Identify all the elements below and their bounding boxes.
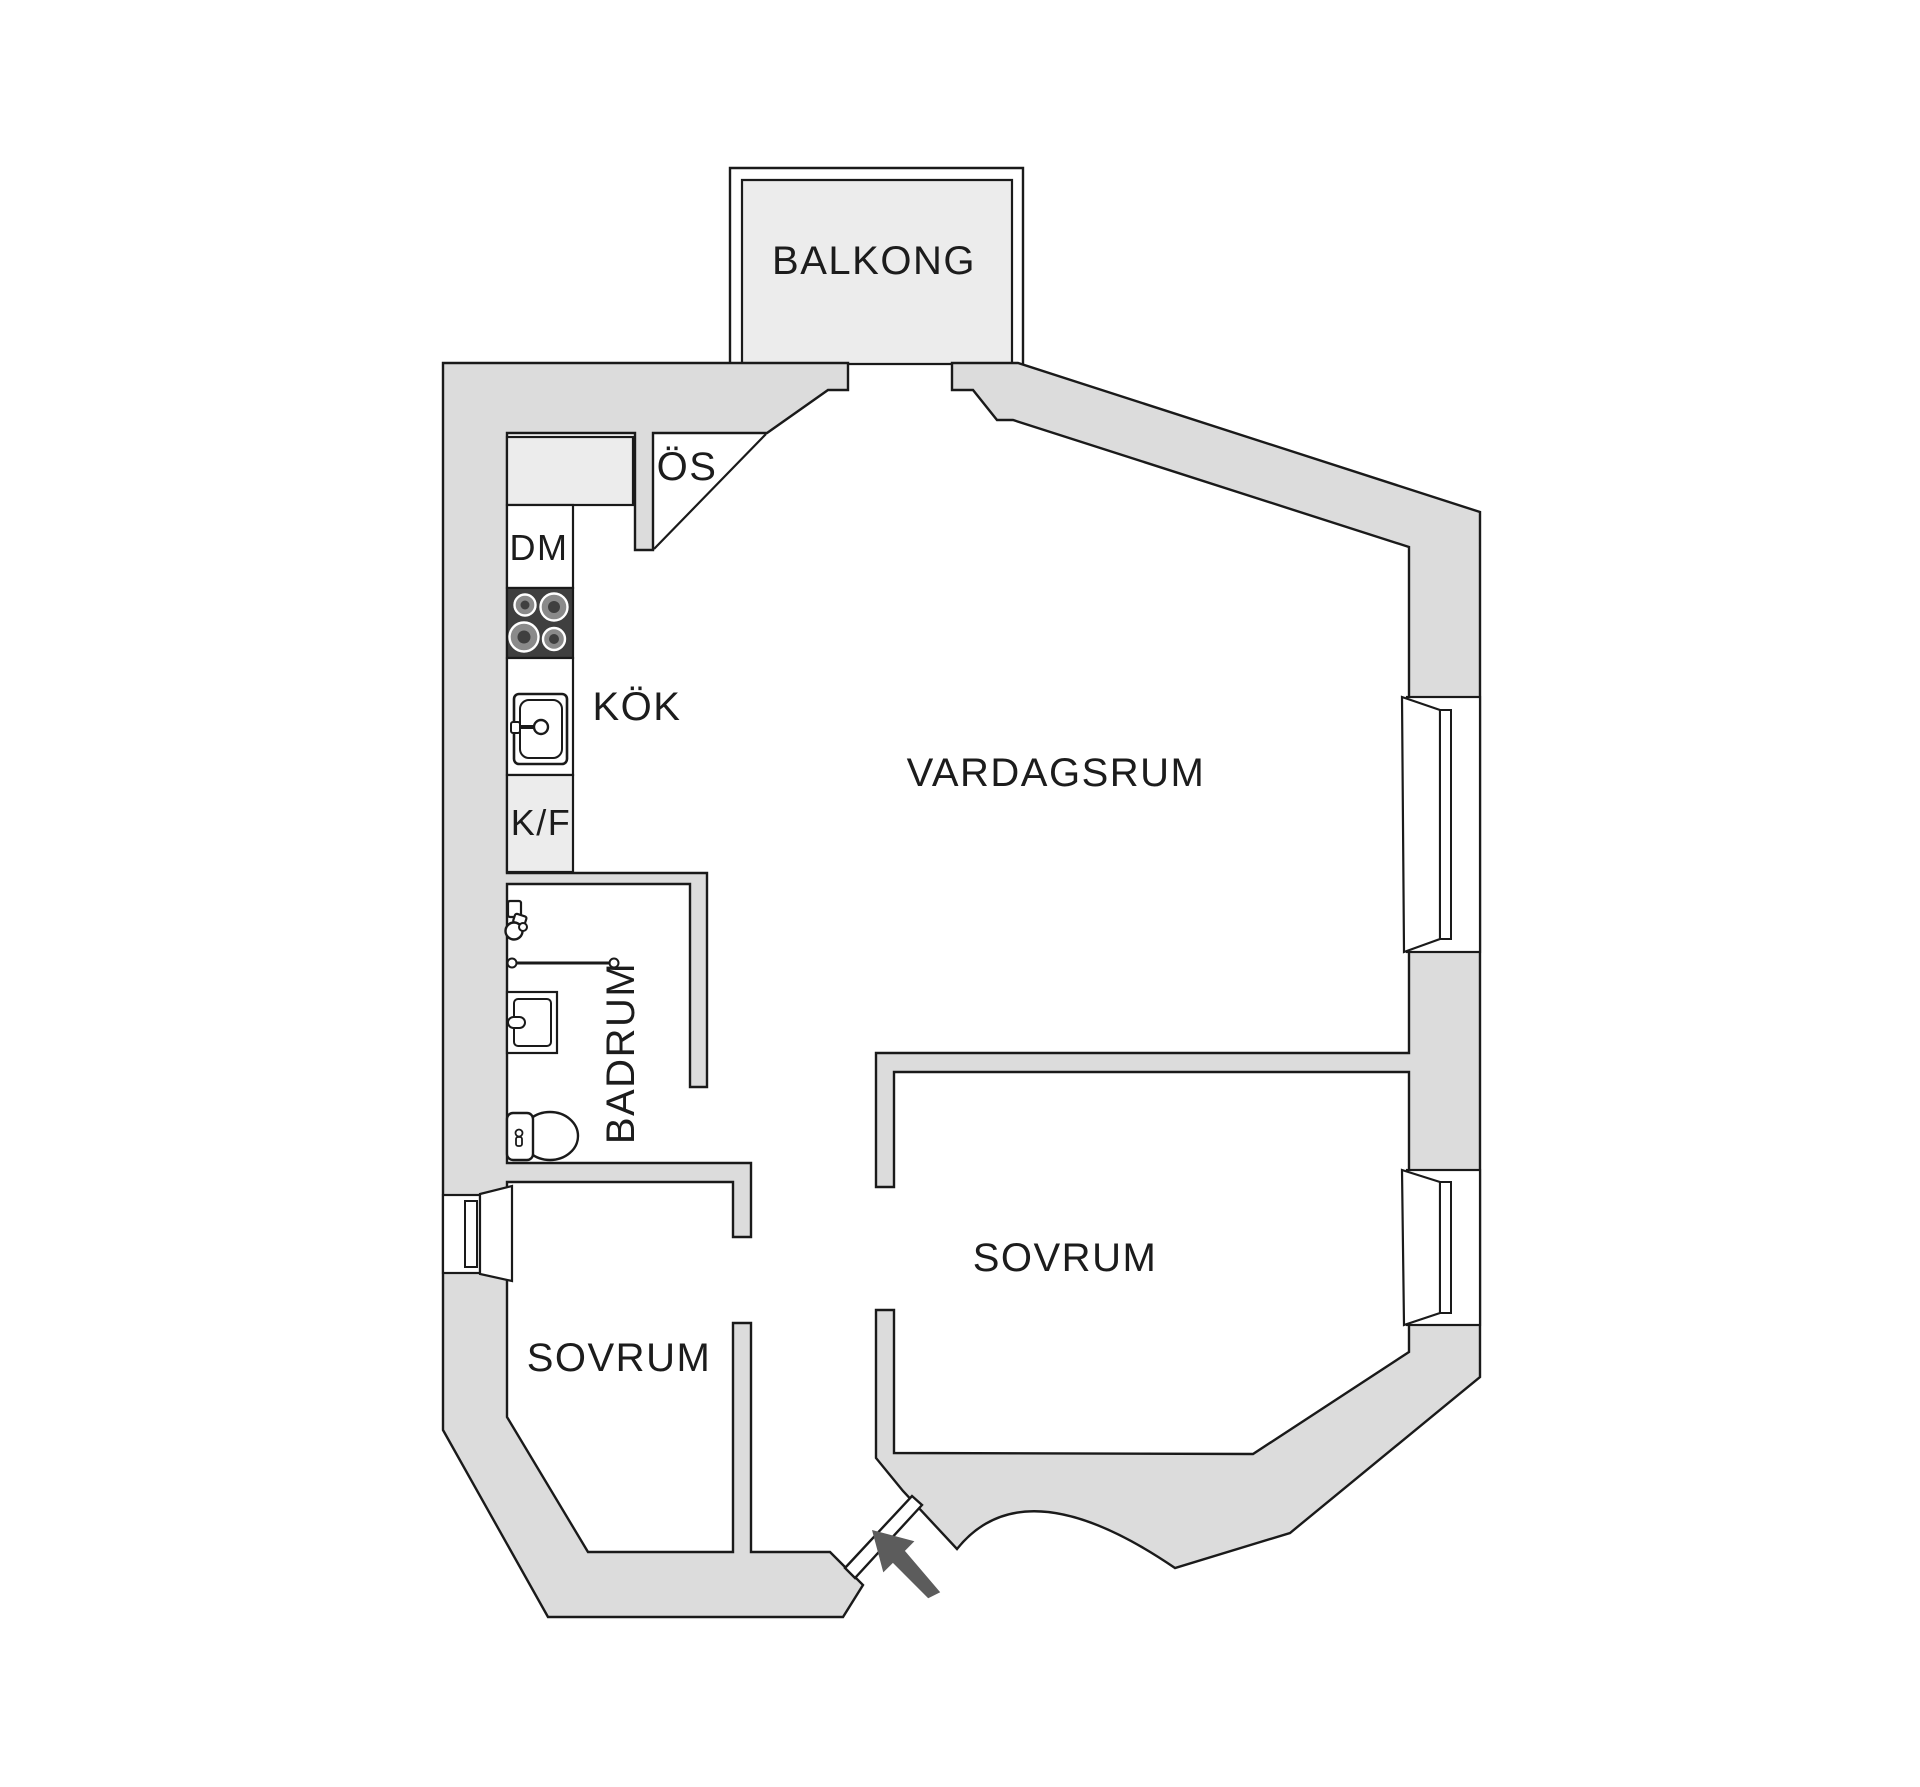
fireplace-nook-label: ÖS bbox=[657, 445, 718, 489]
window-living-room bbox=[1400, 695, 1482, 954]
window-casement bbox=[478, 1184, 514, 1283]
fridge-freezer-label: K/F bbox=[511, 802, 572, 843]
living-room-label: VARDAGSRUM bbox=[907, 751, 1206, 795]
bedroom-right-label: SOVRUM bbox=[973, 1236, 1158, 1280]
kitchen-sink-icon bbox=[510, 692, 569, 766]
stove-icon bbox=[505, 586, 575, 660]
window-reveal bbox=[1400, 1168, 1442, 1327]
kitchen-counter bbox=[505, 435, 635, 874]
balcony-inner-area bbox=[740, 178, 1014, 364]
kitchen-label: KÖK bbox=[593, 685, 682, 729]
entry-arrow-icon bbox=[872, 1530, 941, 1599]
balcony-label: BALKONG bbox=[772, 239, 976, 283]
window-glass bbox=[1439, 709, 1452, 940]
fireplace-nook-line bbox=[653, 433, 767, 550]
bathroom-label: BADRUM bbox=[599, 962, 643, 1144]
bathroom-fixtures bbox=[504, 899, 620, 1162]
wall-structure-right bbox=[874, 361, 1482, 1570]
toilet-icon bbox=[505, 1110, 580, 1162]
window-bedroom-right bbox=[1400, 1168, 1482, 1327]
window-glass bbox=[464, 1200, 478, 1268]
dishwasher-label: DM bbox=[510, 527, 569, 568]
shower-screen bbox=[506, 957, 620, 969]
washbasin-icon bbox=[505, 990, 559, 1055]
window-reveal bbox=[1400, 695, 1442, 954]
window-glass bbox=[1439, 1181, 1452, 1314]
fridge-freezer-cabinet bbox=[505, 773, 575, 874]
shower-icon bbox=[504, 899, 528, 941]
window-bedroom-left bbox=[441, 1184, 514, 1283]
bedroom-left-label: SOVRUM bbox=[527, 1336, 712, 1380]
balcony bbox=[728, 166, 1025, 364]
counter-top-block bbox=[505, 435, 635, 507]
wall-structure-left bbox=[441, 361, 865, 1619]
